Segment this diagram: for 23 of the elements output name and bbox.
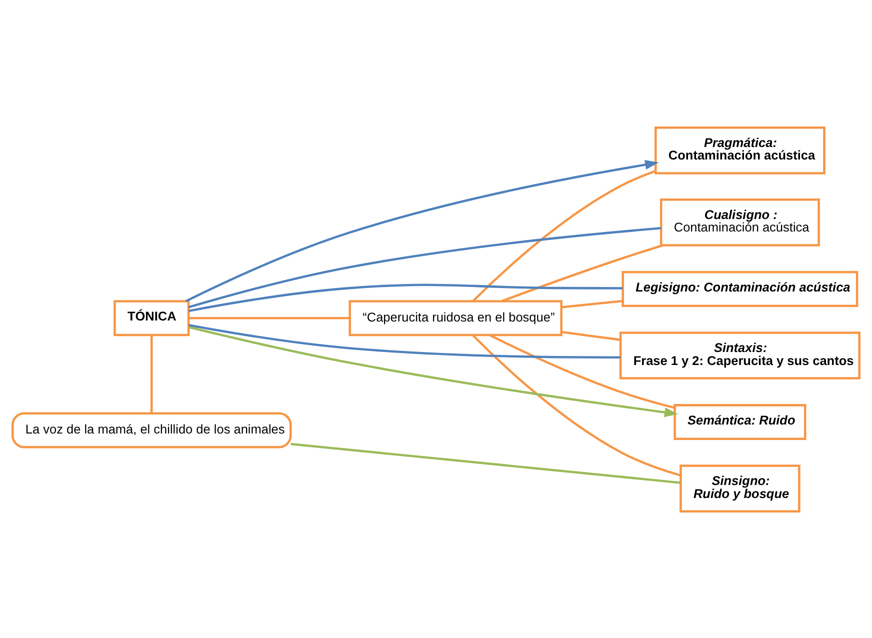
connector	[472, 334, 681, 476]
connector	[188, 324, 620, 358]
connector	[150, 334, 153, 413]
connector	[562, 330, 621, 340]
connector	[290, 442, 680, 484]
node-box: Cualisigno : Contaminación acústica	[660, 198, 820, 246]
node-box: Sintaxis: Frase 1 y 2: Caperucita y sus cantos	[619, 331, 860, 379]
arrow	[188, 326, 678, 417]
connector	[488, 333, 675, 408]
connector	[501, 244, 664, 302]
node-box: “Caperucita ruidosa en el bosque”	[348, 300, 562, 336]
node-box: Pragmática: Contaminación acústica	[654, 126, 826, 174]
node-box: Semántica: Ruido	[674, 404, 806, 440]
connector	[188, 226, 662, 308]
node-box: Legisigno: Contaminación acústica	[622, 270, 858, 306]
node-box: TÓNICA	[114, 300, 190, 336]
node-box: La voz de la mamá, el chillido de los animales	[12, 412, 292, 448]
node-box: Sinsigno: Ruido y bosque	[680, 464, 800, 512]
arrow	[185, 159, 659, 302]
connector	[472, 169, 656, 302]
connector	[562, 299, 623, 308]
connector	[188, 316, 350, 319]
connector	[188, 283, 623, 312]
